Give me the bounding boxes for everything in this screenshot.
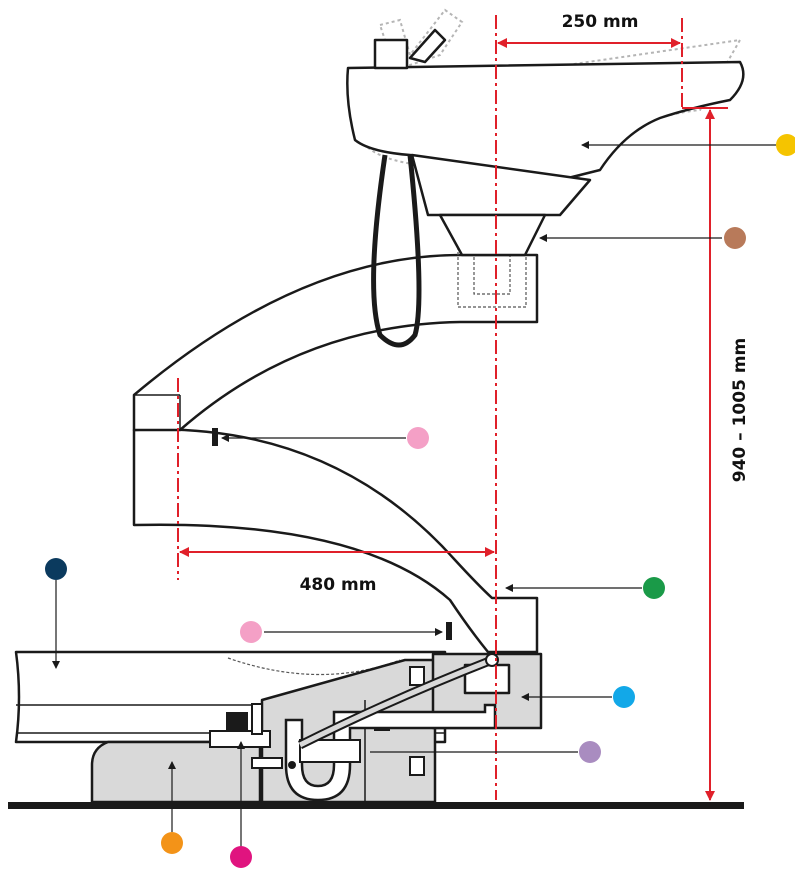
dimensions: 250 mm 480 mm 940 – 1005 mm	[177, 12, 750, 801]
basin	[346, 8, 745, 348]
basin-support	[410, 153, 592, 217]
marker-base-cover[interactable]	[45, 558, 67, 580]
marker-drain-trap[interactable]	[579, 741, 601, 763]
dim-arm-reach: 480 mm	[300, 575, 377, 595]
valve	[209, 703, 296, 769]
marker-trap-housing[interactable]	[613, 686, 635, 708]
basin-bowl	[346, 60, 745, 182]
dim-height-range: 940 – 1005 mm	[730, 338, 750, 482]
marker-valve[interactable]	[230, 846, 252, 868]
base-unit	[8, 650, 744, 809]
tap	[373, 38, 409, 70]
arm	[132, 214, 539, 654]
callout-markers	[45, 134, 795, 868]
arm-upper	[132, 253, 539, 432]
callout-leaders	[52, 141, 776, 848]
floor-line	[8, 802, 744, 809]
marker-arm-joint-lower[interactable]	[240, 621, 262, 643]
arm-lower	[132, 428, 539, 654]
shower-hose-loop	[371, 154, 422, 348]
marker-arm-base[interactable]	[643, 577, 665, 599]
marker-basin[interactable]	[776, 134, 795, 156]
marker-basin-support[interactable]	[724, 227, 746, 249]
dim-width-top: 250 mm	[562, 12, 639, 32]
marker-base-panel[interactable]	[161, 832, 183, 854]
base-panel	[90, 740, 262, 804]
marker-arm-joint-upper[interactable]	[407, 427, 429, 449]
